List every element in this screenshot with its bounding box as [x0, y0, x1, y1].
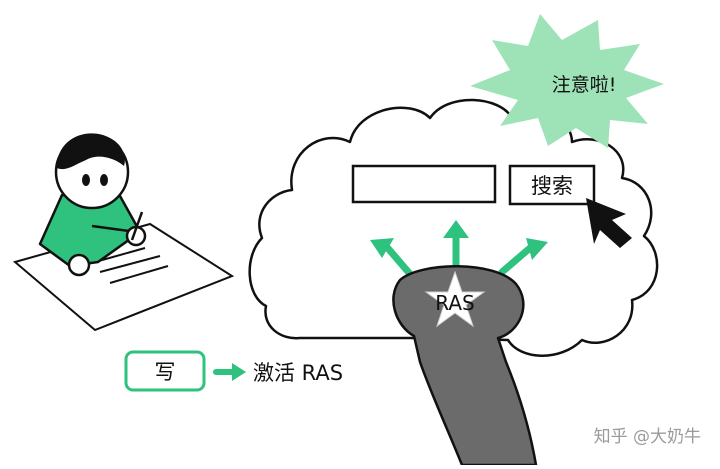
ras-label: RAS	[435, 291, 474, 315]
person-hand-left	[67, 253, 91, 277]
write-label: 写	[155, 360, 176, 384]
write-label-box	[124, 350, 206, 392]
up-arrow-icon	[382, 242, 414, 278]
search-input[interactable]	[351, 164, 497, 204]
right-arrow-icon	[232, 363, 246, 381]
up-arrow-head-left	[370, 238, 394, 258]
watermark-text: 知乎 @大奶牛	[594, 427, 701, 447]
writing-person-illustration	[12, 133, 235, 332]
activate-ras-label: 激活 RAS	[253, 361, 343, 385]
search-button[interactable]	[508, 164, 596, 206]
brainstem-ras[interactable]	[392, 265, 538, 467]
person-eye-left	[82, 174, 90, 186]
mouse-pointer-icon	[586, 198, 632, 248]
person-eye-right	[100, 174, 108, 186]
star-icon	[424, 270, 486, 328]
person-hair	[56, 133, 125, 170]
attention-text: 注意啦!	[552, 74, 617, 96]
up-arrow-head-right	[526, 238, 548, 260]
up-arrow-icon	[498, 244, 534, 276]
search-button-label: 搜索	[531, 174, 573, 198]
attention-burst	[470, 14, 664, 148]
up-arrow-head-center	[443, 220, 469, 238]
pencil	[130, 211, 144, 241]
up-arrow-icon-group	[382, 230, 534, 278]
